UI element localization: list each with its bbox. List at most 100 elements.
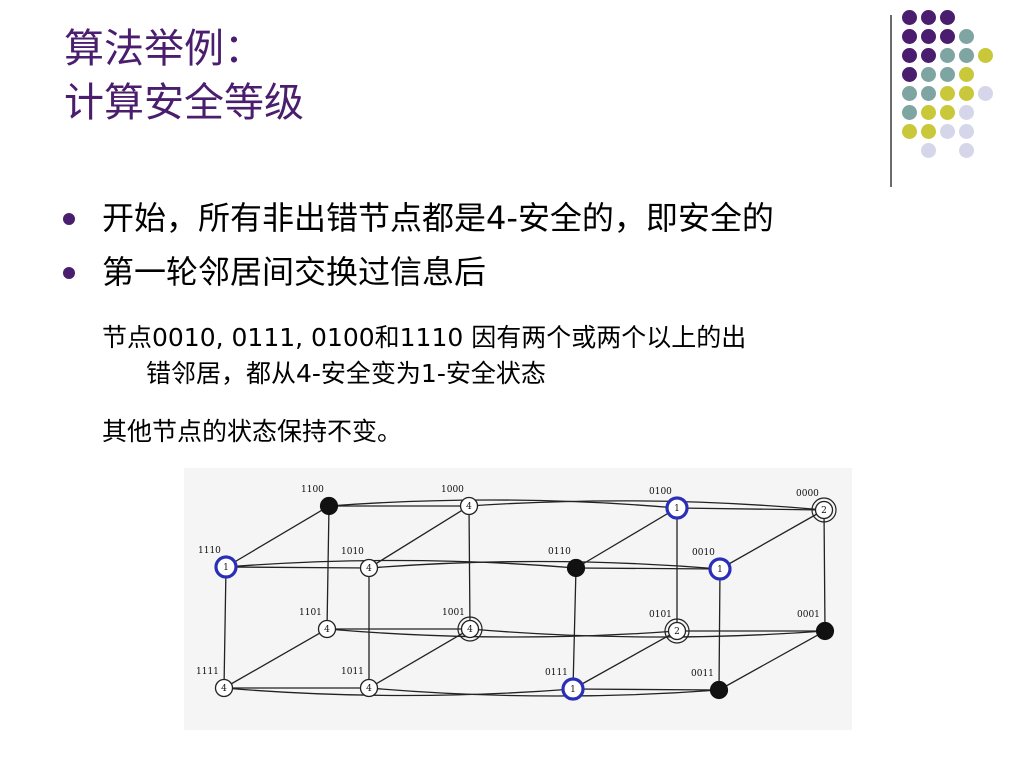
- bullet-item: 开始，所有非出错节点都是4-安全的，即安全的: [60, 196, 980, 240]
- decor-dot: [940, 105, 955, 120]
- edge-1111-0111: [223, 687, 574, 697]
- decor-dot: [921, 67, 936, 82]
- node-label: 1011: [341, 667, 364, 677]
- decor-dot: [959, 105, 974, 120]
- node-1100: 1100: [301, 485, 339, 516]
- node-label: 0100: [649, 487, 672, 497]
- edge-0110-0010: [575, 567, 721, 570]
- edge-0110-0111: [572, 567, 577, 690]
- node-circle: [359, 558, 379, 578]
- node-value: 4: [366, 684, 372, 694]
- edge-0010-0011: [718, 568, 721, 691]
- node-value: 2: [674, 627, 680, 637]
- edge-0000-0001: [823, 509, 826, 632]
- decor-dot: [902, 29, 917, 44]
- edge-1100-1101: [326, 505, 330, 630]
- decor-dot: [940, 10, 955, 25]
- node-circle: [317, 619, 337, 639]
- edge-1001-0001: [469, 628, 826, 638]
- node-circle: [460, 619, 480, 639]
- decor-dot: [902, 10, 917, 25]
- node-circle: [566, 558, 586, 578]
- node-label: 1001: [442, 608, 465, 618]
- decor-dot: [921, 143, 936, 158]
- edge-1100-0100: [328, 499, 678, 509]
- node-0110: 0110: [548, 547, 586, 578]
- edge-0001-0011: [718, 630, 826, 691]
- bullet-list: 开始，所有非出错节点都是4-安全的，即安全的 第一轮邻居间交换过信息后: [60, 196, 980, 304]
- node-outer-ring: [664, 618, 690, 644]
- edge-0100-0110: [575, 507, 678, 569]
- decor-dot: [921, 105, 936, 120]
- decor-dot: [959, 86, 974, 101]
- decor-dot: [921, 48, 936, 63]
- node-label: 0110: [548, 547, 571, 557]
- node-label: 1100: [301, 485, 324, 495]
- edge-1101-0101: [326, 628, 678, 638]
- node-value: 1: [570, 685, 576, 695]
- edge-1011-0011: [368, 687, 720, 697]
- node-circle: [815, 621, 835, 641]
- node-value: 2: [821, 506, 827, 516]
- node-label: 0000: [796, 489, 819, 499]
- sub-paragraph-1: 节点0010, 0111, 0100和1110 因有两个或两个以上的出 错邻居，…: [102, 320, 972, 392]
- node-label: 0101: [649, 610, 672, 620]
- decor-dot-grid: [902, 10, 1012, 170]
- decor-dot: [940, 86, 955, 101]
- edge-0000-0010: [719, 509, 825, 570]
- node-value: 4: [466, 502, 472, 512]
- node-circle: [459, 496, 479, 516]
- slide-title-line1: 算法举例：: [64, 26, 264, 72]
- decor-dot: [959, 143, 974, 158]
- node-outer-ring: [811, 497, 837, 523]
- node-circle: [214, 678, 234, 698]
- decor-dot: [921, 86, 936, 101]
- node-circle: [359, 678, 379, 698]
- node-value: 1: [674, 504, 680, 514]
- node-circle: [667, 621, 687, 641]
- node-value: 4: [467, 625, 473, 635]
- decor-dot: [940, 48, 955, 63]
- node-label: 1110: [198, 546, 221, 556]
- sub-text-line: 节点0010, 0111, 0100和1110 因有两个或两个以上的出: [102, 323, 747, 352]
- sub-text-line: 其他节点的状态保持不变。: [102, 417, 403, 446]
- node-label: 1000: [441, 485, 464, 495]
- decor-dot: [959, 124, 974, 139]
- edge-0111-0011: [572, 688, 720, 691]
- node-label: 0011: [691, 669, 714, 679]
- edge-0100-0000: [676, 507, 825, 511]
- edge-1110-0110: [225, 559, 577, 569]
- edge-1000-0000: [468, 500, 825, 511]
- bullet-text: 开始，所有非出错节点都是4-安全的，即安全的: [102, 199, 774, 237]
- edge-1001-1011: [368, 628, 471, 689]
- bullet-item: 第一轮邻居间交换过信息后: [60, 250, 980, 294]
- decor-dot: [959, 67, 974, 82]
- bullet-dot-icon: [63, 213, 75, 225]
- node-label: 1010: [341, 547, 364, 557]
- node-0001: 0001: [797, 610, 835, 641]
- edge-1000-1001: [468, 505, 471, 630]
- node-value: 1: [717, 565, 723, 575]
- node-value: 4: [366, 564, 372, 574]
- decor-dot: [902, 67, 917, 82]
- slide-title: 算法举例： 计算安全等级: [64, 22, 304, 130]
- decor-dot: [921, 124, 936, 139]
- slide-title-line2: 计算安全等级: [64, 80, 304, 126]
- node-0011: 0011: [691, 669, 729, 700]
- node-circle: [561, 677, 585, 701]
- edge-1110-1111: [223, 566, 227, 689]
